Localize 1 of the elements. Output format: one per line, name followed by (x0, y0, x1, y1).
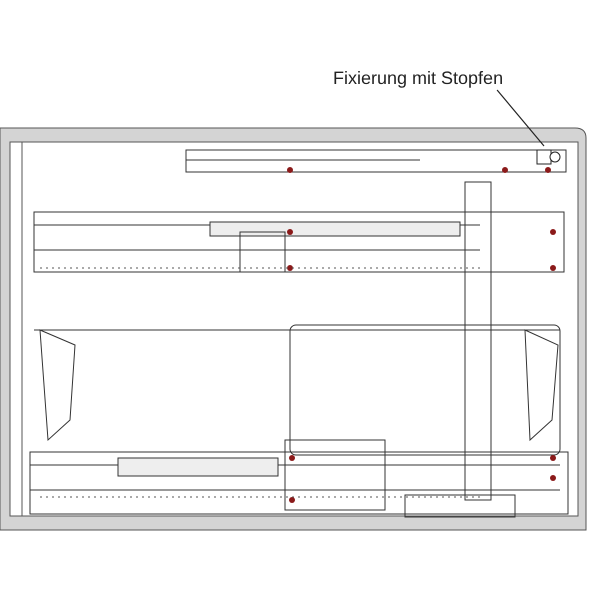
callout-label: Fixierung mit Stopfen (333, 68, 504, 88)
